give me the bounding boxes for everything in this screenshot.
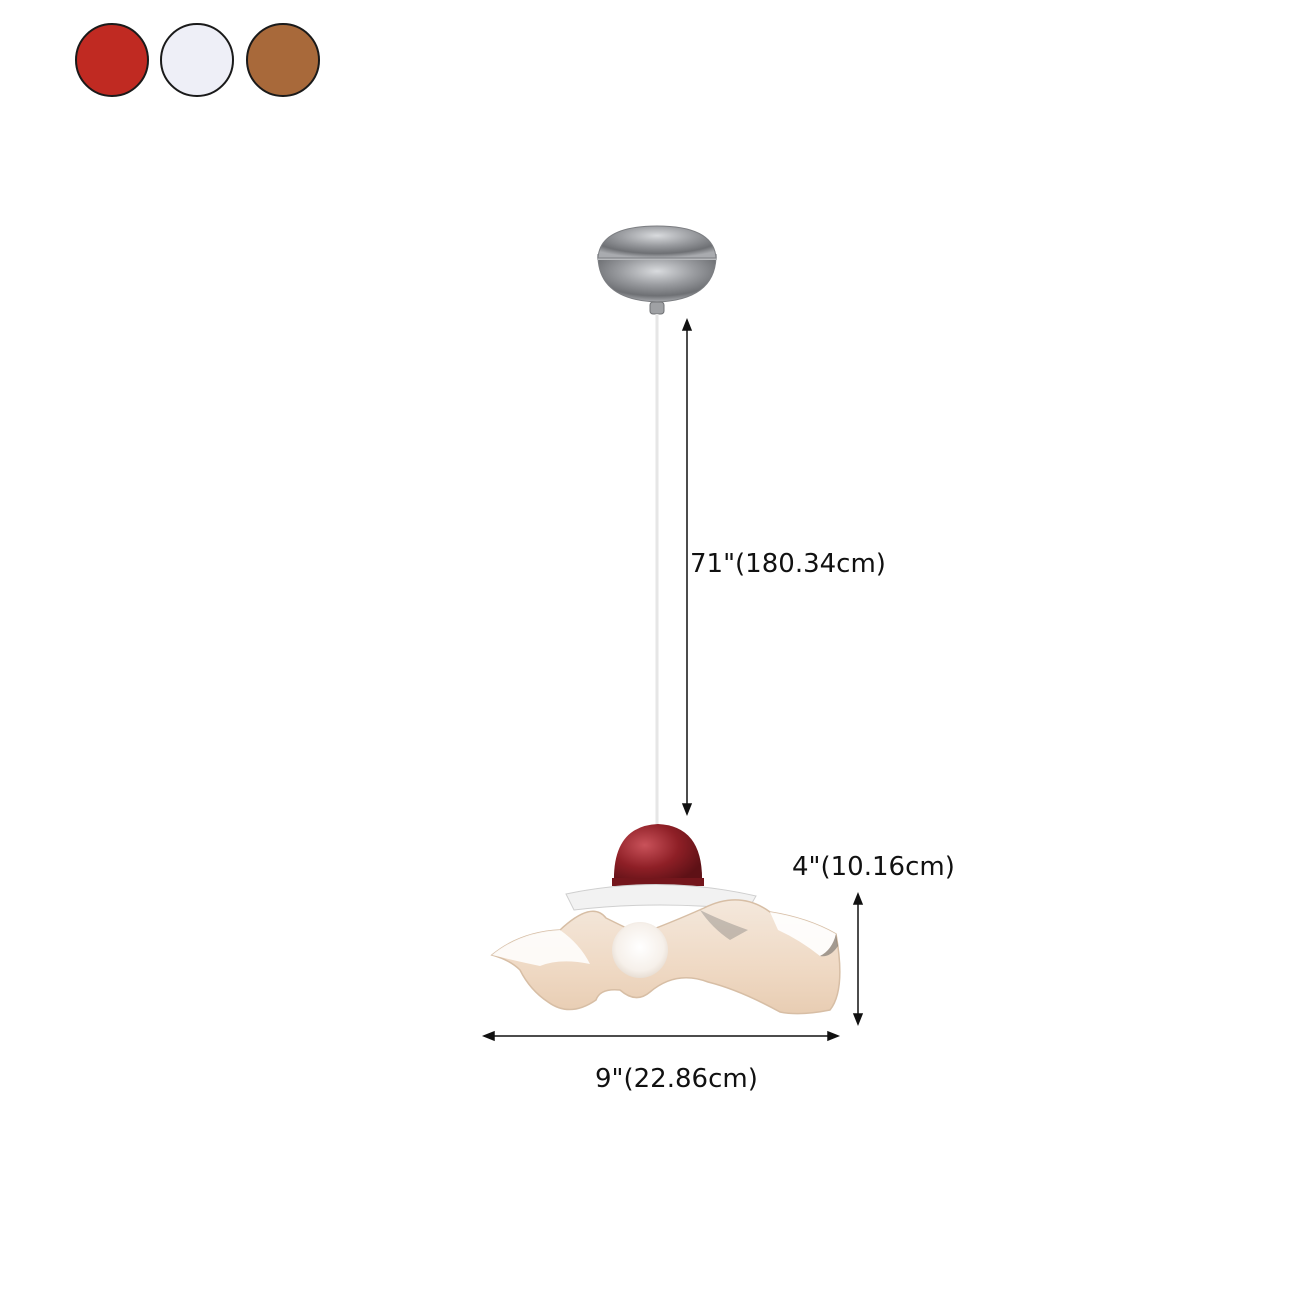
red-color-swatch[interactable]: [75, 23, 149, 97]
shade-width-dimension-line: [481, 1030, 841, 1042]
shade-width-label: 9"(22.86cm): [595, 1064, 758, 1094]
shade-height-dimension-line: [852, 891, 864, 1027]
ceiling-canopy: [597, 225, 717, 315]
red-socket-dome: [612, 824, 704, 886]
total-height-label: 71"(180.34cm): [690, 549, 886, 579]
brown-color-swatch[interactable]: [246, 23, 320, 97]
height-dimension-line: [681, 317, 693, 817]
shade-height-label: 4"(10.16cm): [792, 852, 955, 882]
white-color-swatch[interactable]: [160, 23, 234, 97]
light-bulb: [612, 922, 668, 978]
